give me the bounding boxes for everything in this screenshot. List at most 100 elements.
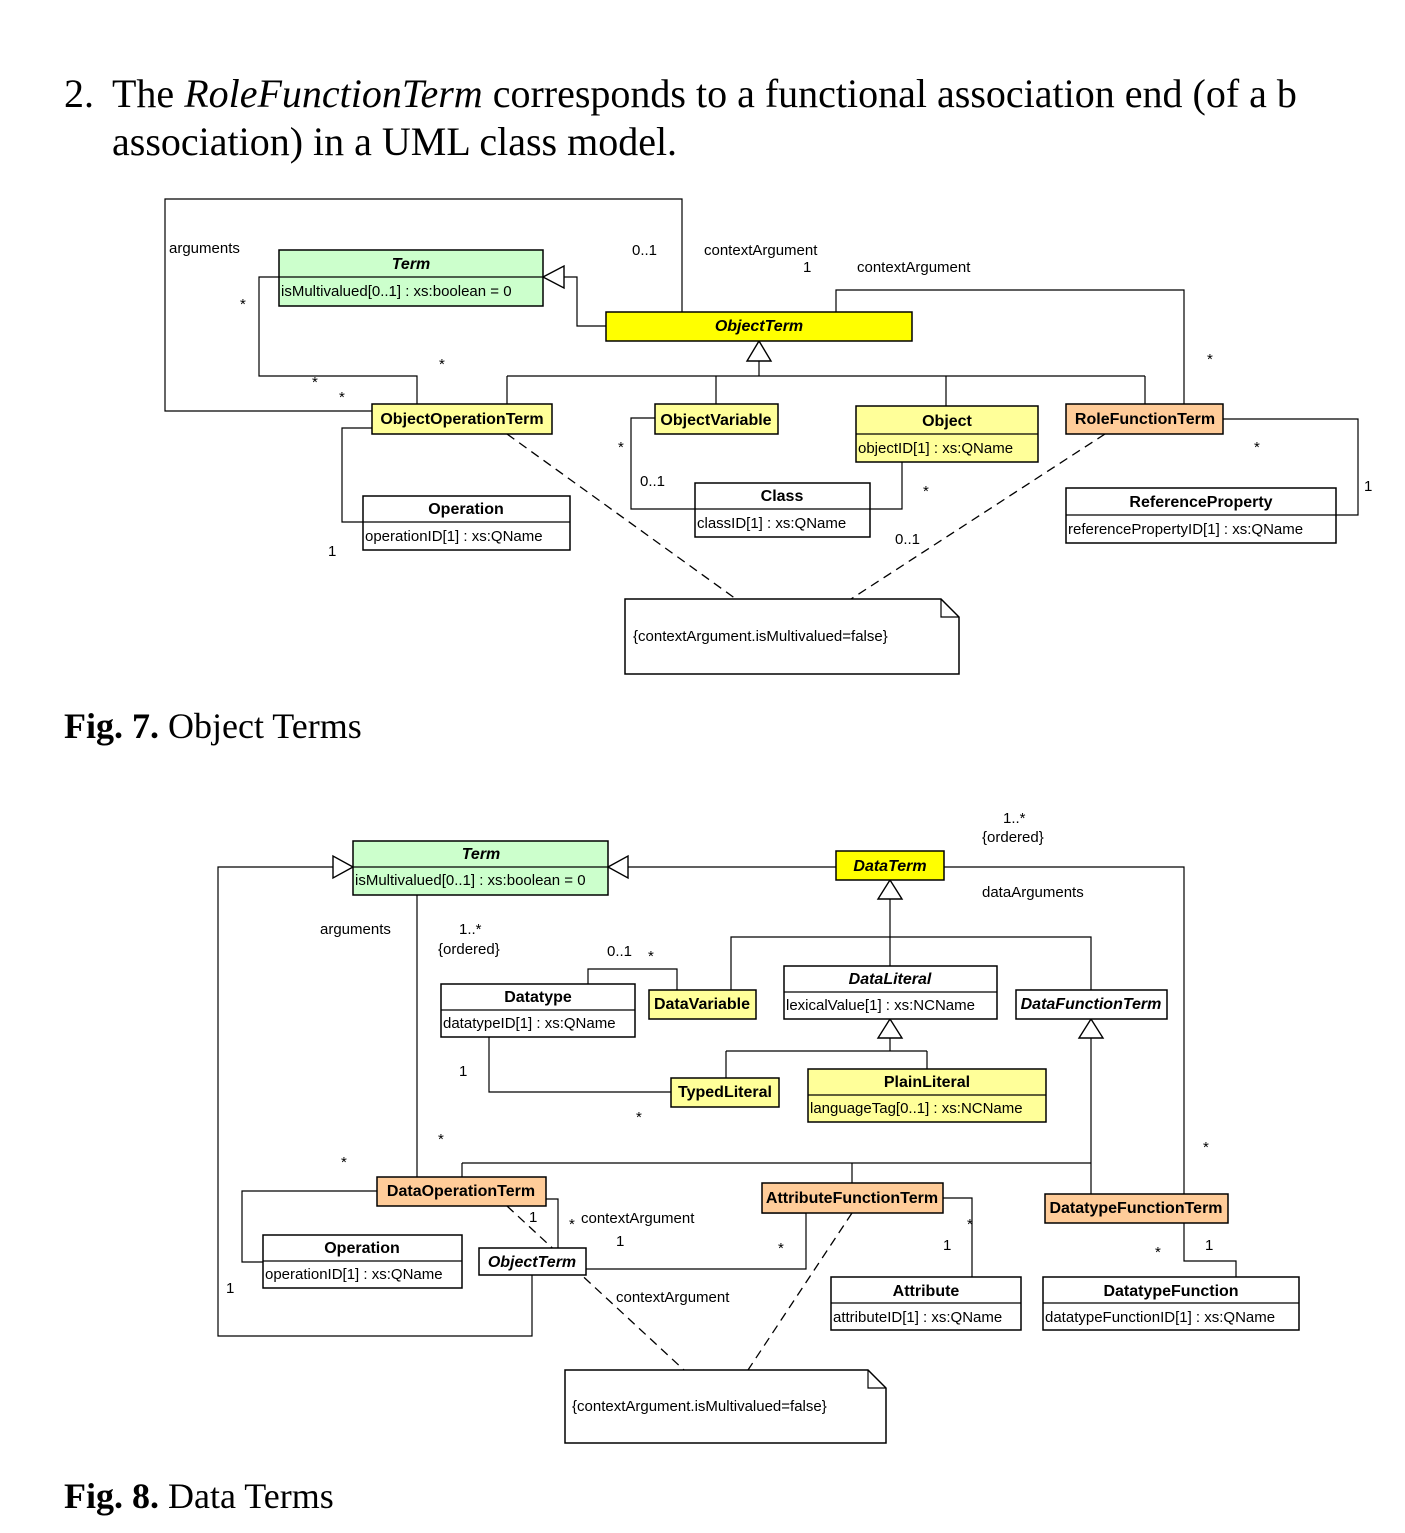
fig8-dv-bar (730, 936, 1092, 990)
fig7-class-object-variable: ObjectVariable (654, 403, 779, 435)
fig7-arguments-line (164, 198, 683, 412)
class-attr: datatypeID[1] : xs:QName (443, 1015, 616, 1032)
class-name: DataTerm (853, 858, 926, 875)
class-name: Operation (428, 501, 504, 518)
fig8-class-data-term: DataTerm (835, 850, 945, 881)
class-attr: operationID[1] : xs:QName (265, 1266, 443, 1283)
fig7-label-star-args: * (240, 296, 246, 313)
fig8-aft-attribute-line (943, 1197, 973, 1277)
caption-text: Object Terms (159, 706, 362, 746)
fig7-class-object: Object objectID[1] : xs:QName (855, 405, 1039, 463)
fig7-gen-objectterm-term (564, 276, 606, 327)
fig8-label-m1-ot: 1 (616, 1233, 624, 1250)
fig8-gen-arrow-dataliteral (876, 1017, 904, 1039)
fig7-object-class-line (870, 462, 903, 510)
class-name: ObjectTerm (715, 318, 803, 335)
fig7-rft-refprop-line (1223, 418, 1359, 516)
fig7-label-m01-var: 0..1 (640, 473, 665, 490)
fig8-class-datatype: Datatype datatypeID[1] : xs:QName (440, 983, 636, 1038)
class-attr: classID[1] : xs:QName (697, 515, 846, 532)
class-name: DataLiteral (849, 971, 932, 988)
fig7-label-star-c: * (339, 389, 345, 406)
fig8-class-data-operation-term: DataOperationTerm (376, 1176, 547, 1207)
fig8-class-object-term: ObjectTerm (478, 1247, 587, 1276)
caption-label: Fig. 7. (64, 706, 159, 746)
fig8-note-dash-left (506, 1205, 685, 1371)
fig8-constraint-note: {contextArgument.isMultivalued=false} (564, 1369, 887, 1444)
fig8-caption: Fig. 8. Data Terms (64, 1476, 334, 1516)
note-text: {contextArgument.isMultivalued=false} (633, 628, 888, 645)
fig8-label-m01-dt: 0..1 (607, 943, 632, 960)
fig7-class-object-term: ObjectTerm (605, 311, 913, 342)
fig8-gen-arrow-term-left (332, 854, 355, 880)
fig8-class-attribute: Attribute attributeID[1] : xs:QName (830, 1276, 1022, 1331)
class-name: PlainLiteral (884, 1074, 970, 1091)
fig8-label-m1-attr: 1 (943, 1237, 951, 1254)
class-name: ObjectOperationTerm (380, 411, 543, 428)
fig7-label-star-var: * (618, 439, 624, 456)
class-name: Object (922, 413, 972, 430)
fig7-label-m1-ref: 1 (1364, 478, 1372, 495)
fig8-label-m1-dft: 1 (1205, 1237, 1213, 1254)
fig7-args-term-line (258, 276, 418, 404)
fig8-label-context-arg-2: contextArgument (616, 1289, 730, 1306)
class-name: DataFunctionTerm (1021, 996, 1162, 1013)
class-attr: objectID[1] : xs:QName (858, 440, 1013, 457)
fig7-label-star-rft: * (1207, 351, 1213, 368)
class-attr: attributeID[1] : xs:QName (833, 1309, 1002, 1326)
fig8-label-star-dot: * (569, 1216, 575, 1233)
fig7-label-star-a: * (439, 356, 445, 373)
class-name: Term (392, 256, 431, 273)
class-name: AttributeFunctionTerm (766, 1190, 938, 1207)
fig7-label-star-obj: * (923, 483, 929, 500)
fig7-caption: Fig. 7. Object Terms (64, 706, 362, 746)
caption-label: Fig. 8. (64, 1476, 159, 1516)
fig8-gen-arrow-dft (1077, 1017, 1105, 1039)
fig8-note-dash-right (747, 1212, 853, 1371)
fig7-class-role-function-term: RoleFunctionTerm (1065, 403, 1224, 435)
fig7-context-arg-line (835, 289, 1185, 404)
fig8-label-m1-dot: 1 (529, 1209, 537, 1226)
paragraph-text: The (112, 71, 185, 116)
fig7-label-star-b: * (312, 374, 318, 391)
fig8-dot-objectterm-line (546, 1198, 559, 1248)
class-attr: operationID[1] : xs:QName (365, 528, 543, 545)
class-name: Operation (324, 1240, 400, 1257)
fig8-gen-objectterm-term (217, 866, 533, 1337)
class-attr: languageTag[0..1] : xs:NCName (810, 1100, 1023, 1117)
fig7-label-m1-op: 1 (328, 543, 336, 560)
fig8-dtft-datatypefn-line (1183, 1222, 1237, 1277)
class-name: Term (462, 846, 501, 863)
class-attr: isMultivalued[0..1] : xs:boolean = 0 (355, 872, 586, 889)
class-attr: lexicalValue[1] : xs:NCName (786, 997, 975, 1014)
fig7-ov-class-line (630, 417, 695, 510)
fig7-gen-arrow-term (541, 264, 565, 290)
fig8-class-data-variable: DataVariable (648, 989, 757, 1020)
fig8-class-datatype-function-term: DatatypeFunctionTerm (1044, 1193, 1229, 1224)
fig8-label-star-attr: * (967, 1216, 973, 1233)
fig8-class-plain-literal: PlainLiteral languageTag[0..1] : xs:NCNa… (807, 1068, 1047, 1123)
class-name: RoleFunctionTerm (1075, 411, 1215, 428)
fig7-label-context-arg-1: contextArgument (704, 242, 818, 259)
paragraph-line-1: 2.The RoleFunctionTerm corresponds to a … (64, 70, 1405, 118)
fig8-class-term: Term isMultivalued[0..1] : xs:boolean = … (352, 840, 609, 896)
paragraph-line-2: association) in a UML class model. (112, 119, 678, 164)
note-text: {contextArgument.isMultivalued=false} (572, 1398, 827, 1415)
term-name: RoleFunctionTerm (184, 71, 483, 116)
class-name: Datatype (504, 989, 572, 1006)
fig7-constraint-note: {contextArgument.isMultivalued=false} (624, 598, 960, 675)
class-name: Attribute (893, 1283, 960, 1300)
class-name: DataOperationTerm (387, 1183, 535, 1200)
class-name: DatatypeFunction (1103, 1283, 1238, 1300)
class-name: DatatypeFunctionTerm (1049, 1200, 1222, 1217)
paragraph-text: corresponds to a functional association … (482, 71, 1297, 116)
class-name: Class (761, 488, 804, 505)
fig8-label-star-left: * (341, 1154, 347, 1171)
fig7-note-dash-left (506, 433, 737, 600)
fig8-label-m1-dt: 1 (459, 1063, 467, 1080)
fig8-label-arguments: arguments (320, 921, 391, 938)
class-attr: referencePropertyID[1] : xs:QName (1068, 521, 1303, 538)
fig8-class-operation: Operation operationID[1] : xs:QName (262, 1234, 463, 1289)
fig8-datatype-dv-line (587, 968, 678, 990)
